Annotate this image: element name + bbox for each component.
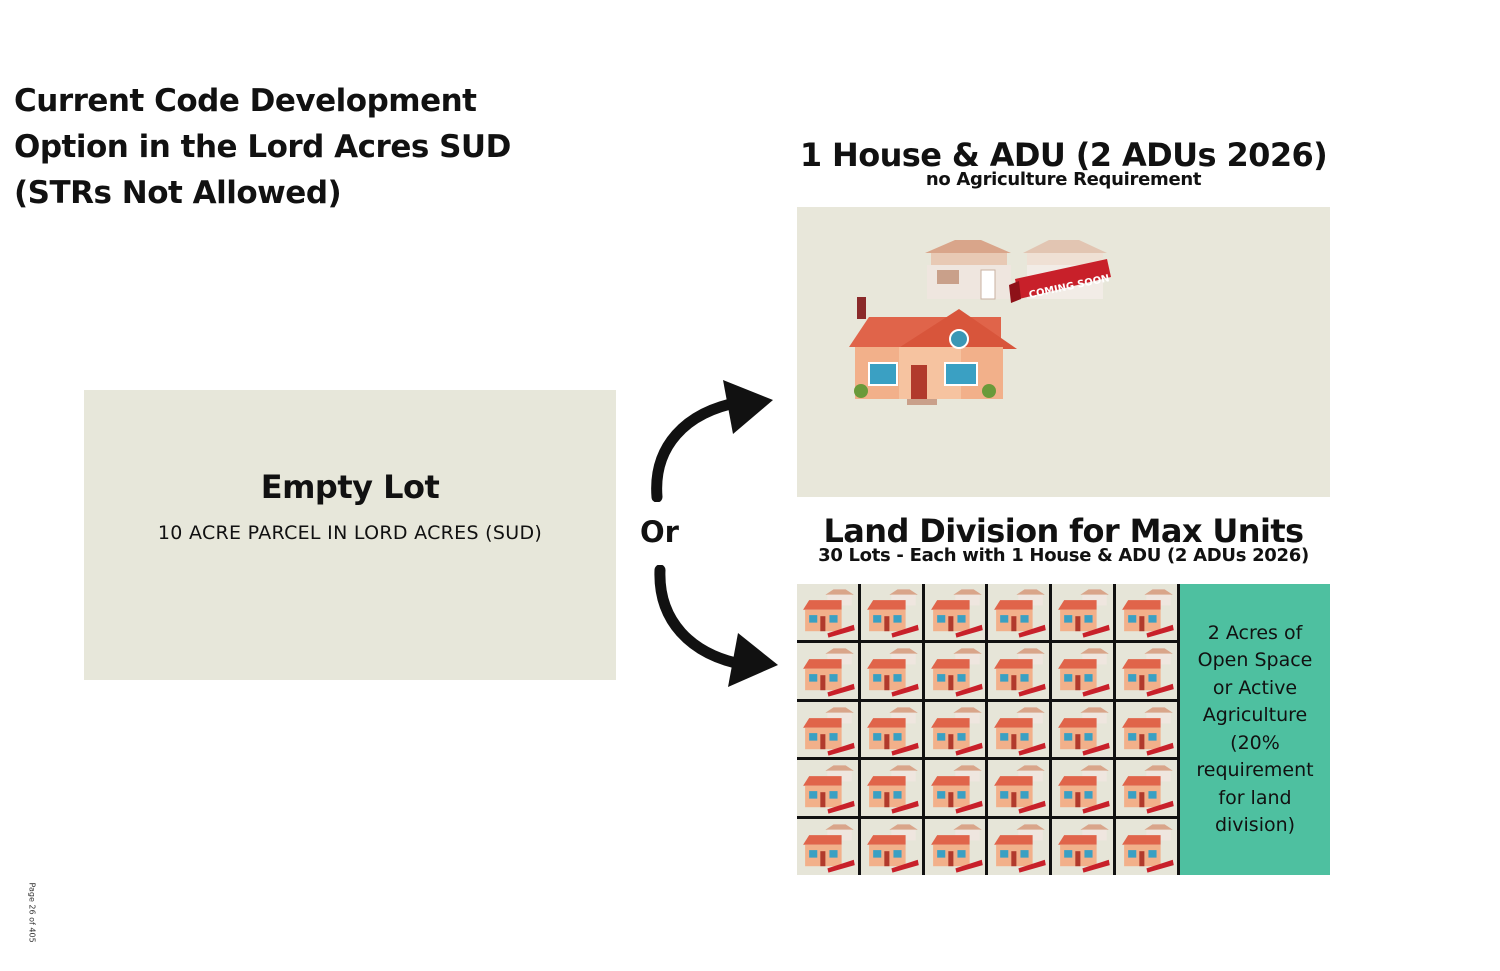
option1-title: 1 House & ADU (2 ADUs 2026) <box>799 136 1328 174</box>
lot-cell <box>924 760 986 817</box>
lot-grid <box>797 584 1177 875</box>
lot-house-icon <box>1058 765 1111 815</box>
lot-cell <box>797 760 858 817</box>
lot-cell <box>860 701 922 758</box>
lot-cell <box>797 701 858 758</box>
empty-lot-title: Empty Lot <box>260 468 440 506</box>
page-number: Page 26 of 405 <box>27 882 37 943</box>
lot-house-icon <box>994 589 1047 638</box>
arrow-down-icon <box>654 565 778 687</box>
lot-cell <box>1052 760 1114 817</box>
open-space-line: (20% <box>1230 731 1280 754</box>
lot-house-icon <box>930 589 983 638</box>
lot-house-icon <box>866 706 919 756</box>
lot-house-icon <box>866 765 919 815</box>
option2-title: Land Division for Max Units <box>823 512 1304 550</box>
open-space-line: division) <box>1214 814 1296 836</box>
lot-cell <box>797 642 858 699</box>
lot-cell <box>988 819 1050 875</box>
lot-cell <box>1116 642 1177 699</box>
lot-cell <box>860 819 922 875</box>
lot-house-icon <box>1122 824 1174 873</box>
lot-house-icon <box>803 648 855 697</box>
lot-house-icon <box>1058 648 1111 697</box>
lot-house-icon <box>803 589 855 638</box>
title-line-2: Option in the Lord Acres SUD <box>14 129 511 165</box>
lot-cell <box>860 584 922 640</box>
lot-cell <box>1052 642 1114 699</box>
open-space-line: or Active <box>1212 676 1298 699</box>
lot-cell <box>924 701 986 758</box>
lot-house-icon <box>1058 589 1111 638</box>
lot-cell <box>860 760 922 817</box>
open-space-line: 2 Acres of <box>1207 621 1303 644</box>
lot-house-icon <box>1058 706 1111 756</box>
lot-cell <box>1116 819 1177 875</box>
lot-house-icon <box>994 648 1047 697</box>
lot-house-icon <box>930 648 983 697</box>
lot-house-icon <box>1122 648 1174 697</box>
lot-house-icon <box>866 648 919 697</box>
lot-cell <box>1116 701 1177 758</box>
lot-house-icon <box>930 706 983 756</box>
lot-house-icon <box>1122 589 1174 638</box>
lot-cell <box>988 760 1050 817</box>
open-space-line: Open Space <box>1197 649 1313 671</box>
title-line-1: Current Code Development <box>14 83 477 119</box>
house-adu-panel: COMING SOON <box>797 207 1330 497</box>
option1-subtitle: no Agriculture Requirement <box>925 169 1202 190</box>
lot-house-icon <box>1122 765 1174 815</box>
lot-cell <box>797 819 858 875</box>
lot-cell <box>1116 760 1177 817</box>
lot-cell <box>988 701 1050 758</box>
adu-icon <box>925 240 1011 300</box>
open-space-line: for land <box>1218 786 1292 809</box>
lot-house-icon <box>866 589 919 638</box>
lot-cell <box>1052 701 1114 758</box>
lot-house-icon <box>994 824 1047 873</box>
lot-house-icon <box>930 765 983 815</box>
open-space-text: 2 Acres of Open Space or Active Agricult… <box>1196 620 1313 840</box>
lot-cell <box>1052 819 1114 875</box>
lot-house-icon <box>994 706 1047 756</box>
lot-house-icon <box>803 824 855 873</box>
open-space-panel: 2 Acres of Open Space or Active Agricult… <box>1177 584 1330 875</box>
lot-cell <box>1116 584 1177 640</box>
lot-cell <box>924 642 986 699</box>
open-space-line: requirement <box>1196 759 1314 781</box>
lot-house-icon <box>994 765 1047 815</box>
lot-cell <box>924 819 986 875</box>
lot-house-icon <box>803 765 855 815</box>
lot-cell <box>924 584 986 640</box>
lot-house-icon <box>1122 706 1174 756</box>
empty-lot-panel <box>84 390 616 680</box>
lot-cell <box>988 642 1050 699</box>
house-illustration: COMING SOON <box>849 240 1111 405</box>
main-house-icon <box>849 297 1017 405</box>
lot-house-icon <box>930 824 983 873</box>
lot-house-icon <box>1058 824 1111 873</box>
arrow-up-icon <box>651 380 773 502</box>
lot-cell <box>860 642 922 699</box>
lot-cell <box>797 584 858 640</box>
title-line-3: (STRs Not Allowed) <box>14 175 342 211</box>
option2-subtitle: 30 Lots - Each with 1 House & ADU (2 ADU… <box>818 545 1309 566</box>
empty-lot-subtitle: 10 ACRE PARCEL IN LORD ACRES (SUD) <box>157 522 543 544</box>
lot-cell <box>1052 584 1114 640</box>
page-title: Current Code Development Option in the L… <box>14 78 534 216</box>
lot-house-icon <box>803 706 855 756</box>
lot-cell <box>988 584 1050 640</box>
open-space-line: Agriculture <box>1202 704 1308 726</box>
or-label: Or <box>640 515 679 549</box>
lot-house-icon <box>866 824 919 873</box>
